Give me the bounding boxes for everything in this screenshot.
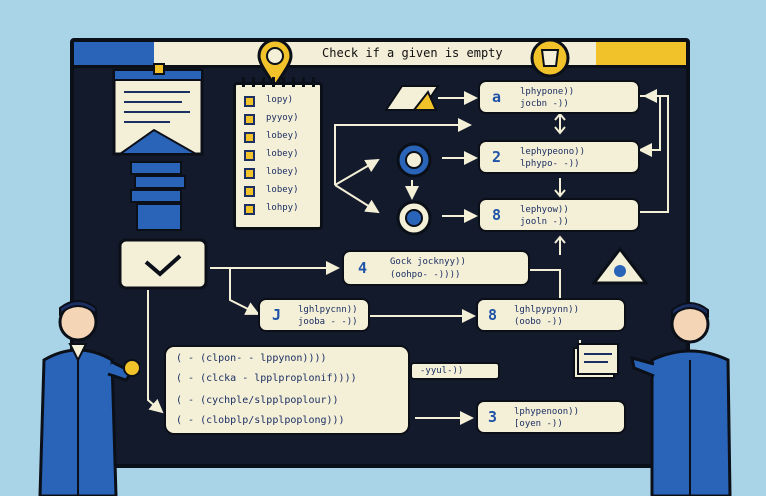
checkmark-icon [118,238,208,290]
step-line-2: [oyen -)) [514,419,563,429]
document-handoff-icon [573,343,619,379]
checklist-item-label: pyyoy) [266,113,299,123]
step-line-1: lephyow)) [520,205,569,215]
step-line-2: (oohpo- -)))) [390,270,461,280]
step-line-1: lghlpycnn)) [298,305,358,315]
arrow-top3-loop [640,89,669,213]
shield-badge-icon [530,38,570,78]
code-panel: ( - (clpon- - lppynon)))) ( - (clcka - l… [164,345,410,435]
document-stack-icon [130,161,186,231]
checkbox-icon [244,132,255,143]
arrow-branch-lower [334,184,380,214]
step-line-2: jooba - -)) [298,317,358,327]
double-arrow-1 [554,112,566,135]
checkbox-icon [244,150,255,161]
step-number: 4 [358,259,368,277]
arrow-checkbox-to-code [147,290,164,414]
step-number: 3 [488,408,498,426]
step-box-8-top: 8 lephyow)) jooln -)) [478,198,640,232]
code-line-4: ( - (clobplp/slpplpoplong))) [176,415,345,426]
arrow-top1-loop [638,95,661,157]
step-number: a [492,88,502,106]
step-line-2: jooln -)) [520,217,569,227]
code-aside-text: -yyul-)) [420,366,464,376]
code-line-2: ( - (clcka - lpplproplonif)))) [176,373,357,384]
checklist-item-label: lobey) [266,149,299,159]
titlebar-yellow-strip [596,42,686,65]
step-line-1: lghlpypynn)) [514,305,580,315]
double-arrow-2 [554,178,566,198]
step-box-j: J lghlpycnn)) jooba - -)) [258,298,370,332]
step-box-4: 4 Gock jocknyy)) (oohpo- -)))) [342,250,530,286]
step-box-8-right: 8 lghlpypynn)) (oobo -)) [476,298,626,332]
code-line-1: ( - (clpon- - lppynon)))) [176,353,327,364]
checkbox-icon [244,96,255,107]
checklist-rings [242,77,316,87]
developer-left-figure [38,300,140,496]
step-number: 8 [492,206,502,224]
step-number: 8 [488,306,498,324]
step-line-2: (oobo -)) [514,317,563,327]
checklist-item-label: lobey) [266,131,299,141]
step-number: J [272,306,282,324]
gear-icon [396,200,432,236]
notepad-icon [112,63,204,156]
step-line-2: lphypo- -)) [520,159,580,169]
step-line-2: jocbn -)) [520,99,569,109]
location-pin-icon [257,40,293,89]
checklist-item-label: lobey) [266,167,299,177]
letter-icon [384,85,440,111]
step-line-1: lphypone)) [520,87,575,97]
checkbox-icon [244,168,255,179]
titlebar-blue-strip [74,42,154,65]
window-title: Check if a given is empty [322,46,503,60]
code-line-3: ( - (cychple/slpplpoplour)) [176,395,339,406]
double-arrow-3 [554,235,566,255]
checklist-item-label: lohpy) [266,203,299,213]
arrow-branch-to-top2 [334,118,472,185]
arrow-checkbox-down [229,268,260,315]
step-box-a: a lphypone)) jocbn -)) [478,80,640,114]
step-line-1: lphypenoon)) [514,407,580,417]
checkbox-icon [244,186,255,197]
window-titlebar: Check if a given is empty [74,42,686,68]
step-box-2: 2 lephypeono)) lphypo- -)) [478,140,640,174]
arrow-branch-upper [334,158,380,186]
developer-right-figure [630,302,732,496]
checkbox-icon [244,114,255,125]
step-number: 2 [492,148,502,166]
step-line-1: lephypeono)) [520,147,586,157]
checklist-item-label: lobey) [266,185,299,195]
step-line-1: Gock jocknyy)) [390,257,466,267]
checkbox-icon [244,204,255,215]
step-box-3: 3 lphypenoon)) [oyen -)) [476,400,626,434]
code-aside: -yyul-)) [410,362,500,380]
checklist-item-label: lopy) [266,95,294,105]
python-badge-icon [396,142,432,178]
warning-triangle-icon [590,246,650,285]
